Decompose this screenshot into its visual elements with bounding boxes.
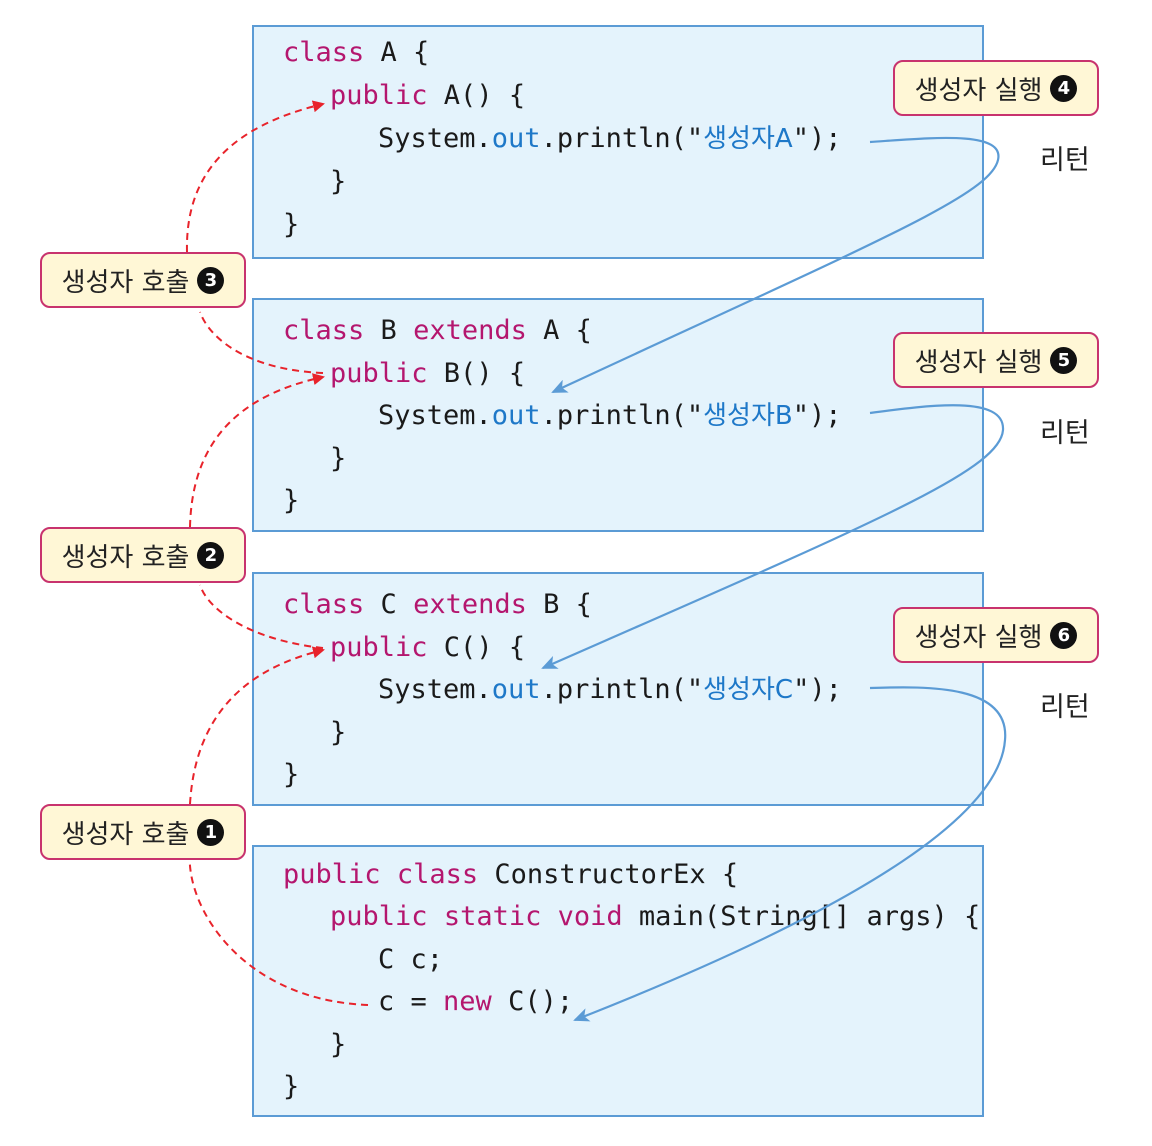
class-c-line-2: public C() { bbox=[330, 631, 525, 665]
code-text: C() { bbox=[427, 632, 526, 663]
code-text: .println(" bbox=[540, 674, 704, 705]
code-text: .println(" bbox=[540, 400, 704, 431]
code-text: B() { bbox=[427, 358, 526, 389]
label-text: 생성자 실행 bbox=[914, 75, 1043, 106]
code-text: "); bbox=[793, 674, 842, 705]
label-text: 생성자 호출 bbox=[61, 267, 190, 298]
class-b-line-4: } bbox=[330, 443, 347, 474]
field-out: out bbox=[491, 674, 541, 705]
keyword: static bbox=[443, 901, 542, 932]
class-c-line-1: class C extends B { bbox=[283, 588, 592, 622]
class-c-line-3: System.out.println("생성자C"); bbox=[378, 673, 842, 707]
step-number-icon: 1 bbox=[197, 818, 225, 846]
class-a-line-4: } bbox=[330, 166, 347, 197]
return-label-b: 리턴 bbox=[1040, 418, 1090, 449]
class-c-line-5: } bbox=[283, 759, 300, 790]
main-line-5: } bbox=[330, 1029, 347, 1060]
main-line-4: c = new C(); bbox=[378, 985, 573, 1019]
code-text: C bbox=[364, 589, 414, 620]
keyword: public bbox=[330, 80, 428, 111]
step-number-icon: 2 bbox=[197, 541, 225, 569]
class-a-line-1: class A { bbox=[283, 36, 429, 70]
code-text: B { bbox=[526, 589, 592, 620]
code-text: C(); bbox=[491, 986, 574, 1017]
code-text: "); bbox=[792, 123, 842, 154]
keyword: extends bbox=[413, 589, 527, 620]
code-text: B bbox=[364, 315, 414, 346]
field-out: out bbox=[491, 400, 541, 431]
keyword: class bbox=[283, 589, 365, 620]
code-text: A { bbox=[364, 37, 430, 68]
code-text: "); bbox=[792, 400, 842, 431]
main-line-2: public static void main(String[] args) { bbox=[330, 900, 980, 934]
keyword: class bbox=[283, 315, 365, 346]
class-b-line-2: public B() { bbox=[330, 357, 525, 391]
main-line-6: } bbox=[283, 1071, 300, 1102]
code-text: .println(" bbox=[540, 123, 704, 154]
class-b-line-1: class B extends A { bbox=[283, 314, 592, 348]
code-text: System. bbox=[378, 674, 492, 705]
return-label-a: 리턴 bbox=[1040, 145, 1090, 176]
class-a-line-5: } bbox=[283, 209, 300, 240]
keyword: class bbox=[283, 37, 365, 68]
keyword: public bbox=[330, 901, 428, 932]
code-text: c = bbox=[378, 986, 444, 1017]
label-text: 생성자 실행 bbox=[914, 622, 1043, 653]
keyword: public bbox=[330, 358, 428, 389]
class-c-line-4: } bbox=[330, 717, 347, 748]
return-label-c: 리턴 bbox=[1040, 692, 1090, 723]
class-a-line-3: System.out.println("생성자A"); bbox=[378, 122, 841, 156]
keyword: class bbox=[396, 859, 479, 890]
code-text: A() { bbox=[427, 80, 526, 111]
label-text: 생성자 호출 bbox=[61, 542, 190, 573]
step-number-icon: 4 bbox=[1050, 74, 1078, 102]
main-line-3: C c; bbox=[378, 944, 444, 975]
code-text: System. bbox=[378, 123, 492, 154]
class-b-line-5: } bbox=[283, 485, 300, 516]
code-text: A { bbox=[526, 315, 592, 346]
code-text: ConstructorEx { bbox=[478, 859, 739, 890]
keyword: public bbox=[283, 859, 381, 890]
step-number-icon: 6 bbox=[1050, 621, 1078, 649]
main-line-1: public class ConstructorEx { bbox=[283, 858, 738, 892]
code-text: System. bbox=[378, 400, 492, 431]
string-literal: 생성자B bbox=[703, 401, 793, 431]
label-text: 생성자 실행 bbox=[914, 347, 1043, 378]
keyword: void bbox=[557, 901, 623, 932]
keyword: public bbox=[330, 632, 428, 663]
class-a-line-2: public A() { bbox=[330, 79, 525, 113]
field-out: out bbox=[491, 123, 541, 154]
step-number-icon: 5 bbox=[1050, 346, 1078, 374]
keyword: new bbox=[443, 986, 492, 1017]
keyword: extends bbox=[413, 315, 527, 346]
label-text: 생성자 호출 bbox=[61, 819, 190, 850]
step-number-icon: 3 bbox=[197, 266, 225, 294]
class-b-line-3: System.out.println("생성자B"); bbox=[378, 399, 842, 433]
string-literal: 생성자C bbox=[703, 675, 794, 705]
string-literal: 생성자A bbox=[703, 124, 793, 154]
code-text: main(String[] args) { bbox=[622, 901, 981, 932]
